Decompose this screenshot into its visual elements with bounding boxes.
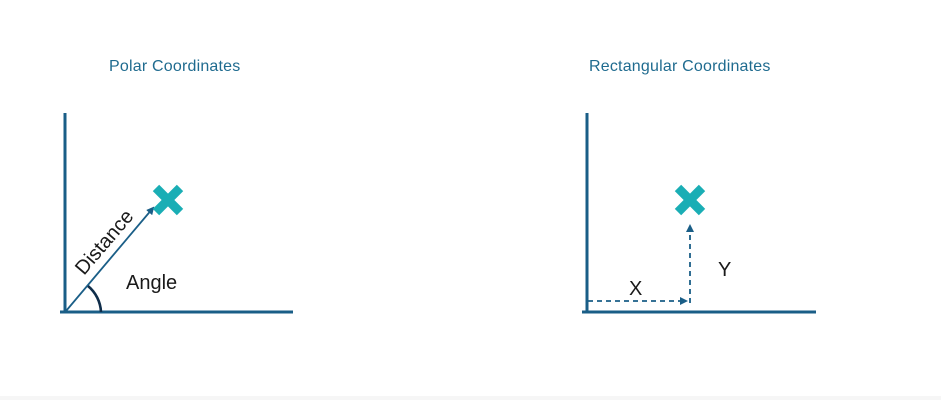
angle-arc [87, 284, 103, 313]
polar-diagram: Distance Angle [60, 113, 293, 314]
distance-arrow [65, 206, 155, 312]
x-cross-icon [674, 184, 706, 216]
y-label: Y [718, 259, 731, 281]
polar-coordinates-title: Polar Coordinates [109, 58, 241, 75]
x-label: X [629, 278, 642, 300]
rectangular-diagram: X Y [582, 113, 816, 314]
x-cross-icon [152, 184, 184, 216]
angle-label: Angle [126, 272, 177, 294]
bottom-divider [0, 396, 941, 400]
distance-label: Distance [71, 206, 138, 279]
rectangular-coordinates-title: Rectangular Coordinates [589, 58, 771, 75]
